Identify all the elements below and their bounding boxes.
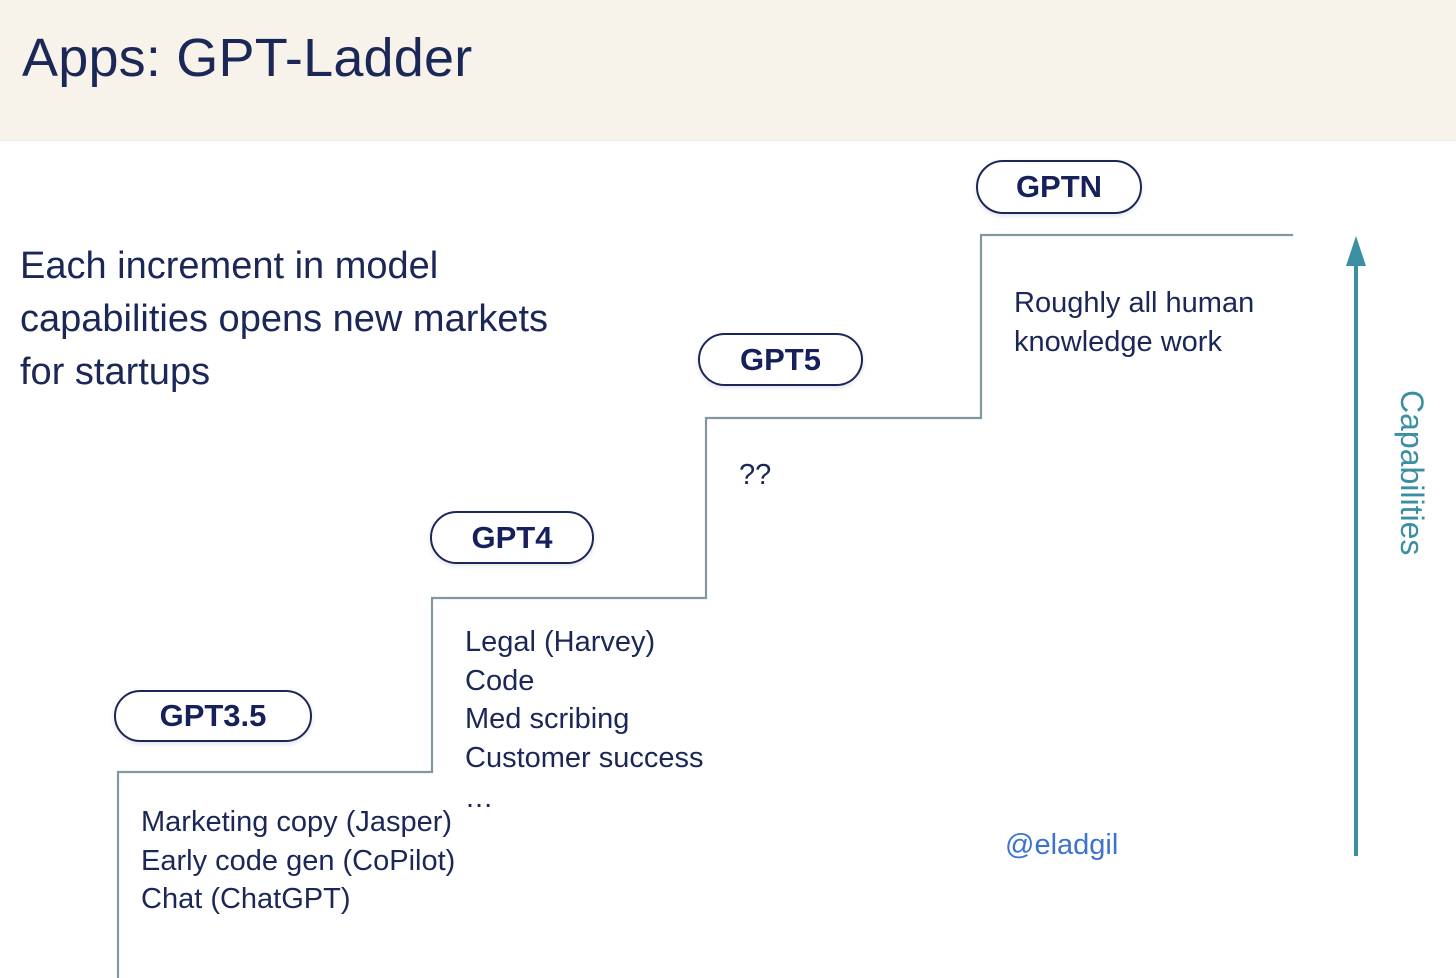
intro-paragraph: Each increment in model capabilities ope… [20,245,549,393]
step-pill-gpt5[interactable]: GPT5 [698,333,863,386]
author-handle: @eladgil [1005,829,1119,861]
capabilities-axis-arrow [1346,236,1366,856]
step-pill-gpt35[interactable]: GPT3.5 [114,690,312,742]
step-items-gpt4-ellipsis: ... [466,782,494,814]
step-pill-gpt4-label: GPT4 [471,519,553,555]
step-items-gpt5: ?? [739,459,772,491]
capabilities-axis-label: Capabilities [1394,390,1430,556]
step-pill-gpt5-label: GPT5 [740,341,821,377]
step-items-gpt35: Marketing copy (Jasper)Early code gen (C… [141,806,456,915]
step-pill-gptn[interactable]: GPTN [976,160,1142,214]
step-pill-gptn-label: GPTN [1015,169,1103,204]
step-pill-gpt35-label: GPT3.5 [159,698,267,733]
header-band [0,0,1456,141]
step-pill-gpt4[interactable]: GPT4 [430,511,594,564]
page-title: Apps: GPT-Ladder [22,28,473,88]
